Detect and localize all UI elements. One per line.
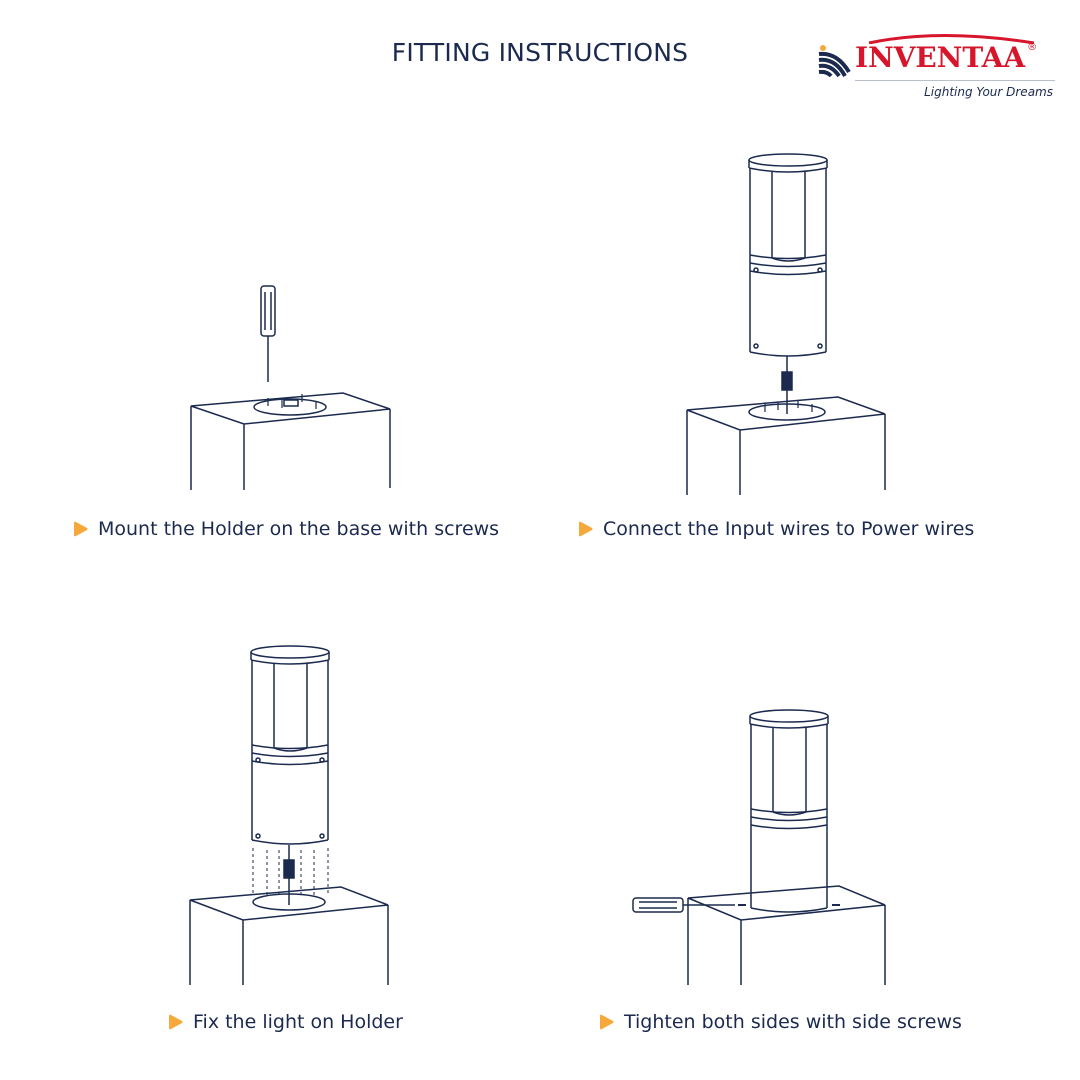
step2-bollard-light	[748, 153, 828, 414]
step-1-label: Mount the Holder on the base with screws	[98, 518, 500, 540]
step-2-caption: Connect the Input wires to Power wires	[577, 518, 974, 540]
step-3-caption: Fix the light on Holder	[167, 1011, 403, 1033]
logo-divider	[855, 80, 1055, 81]
step4-pedestal	[687, 885, 886, 985]
page-title: FITTING INSTRUCTIONS	[391, 38, 689, 67]
logo-mark-icon	[818, 45, 851, 78]
step-2-label: Connect the Input wires to Power wires	[603, 518, 975, 540]
play-bullet-icon	[74, 521, 88, 537]
step1-screws	[267, 394, 317, 409]
logo-registered: ®	[1027, 42, 1038, 53]
step2-pedestal	[686, 396, 886, 495]
step-4-caption: Tighten both sides with side screws	[598, 1011, 962, 1033]
inventaa-logo: INVENTAA ® Lighting Your Dreams	[815, 34, 1065, 106]
step-1-caption: Mount the Holder on the base with screws	[72, 518, 499, 540]
play-bullet-icon	[579, 521, 593, 537]
step1-screwdriver-icon	[260, 285, 276, 382]
logo-wordmark: INVENTAA ®	[855, 42, 1037, 74]
logo-name: INVENTAA	[855, 41, 1026, 74]
step1-pedestal	[190, 392, 391, 490]
play-bullet-icon	[600, 1014, 614, 1030]
play-bullet-icon	[169, 1014, 183, 1030]
step4-screwdriver-icon	[632, 897, 735, 913]
step-4-label: Tighten both sides with side screws	[624, 1011, 962, 1033]
logo-tagline: Lighting Your Dreams	[924, 85, 1053, 99]
logo-arc-icon	[868, 34, 1035, 44]
step3-bollard-light	[250, 645, 330, 905]
step4-bollard-light	[738, 709, 840, 913]
step-3-label: Fix the light on Holder	[193, 1011, 403, 1033]
